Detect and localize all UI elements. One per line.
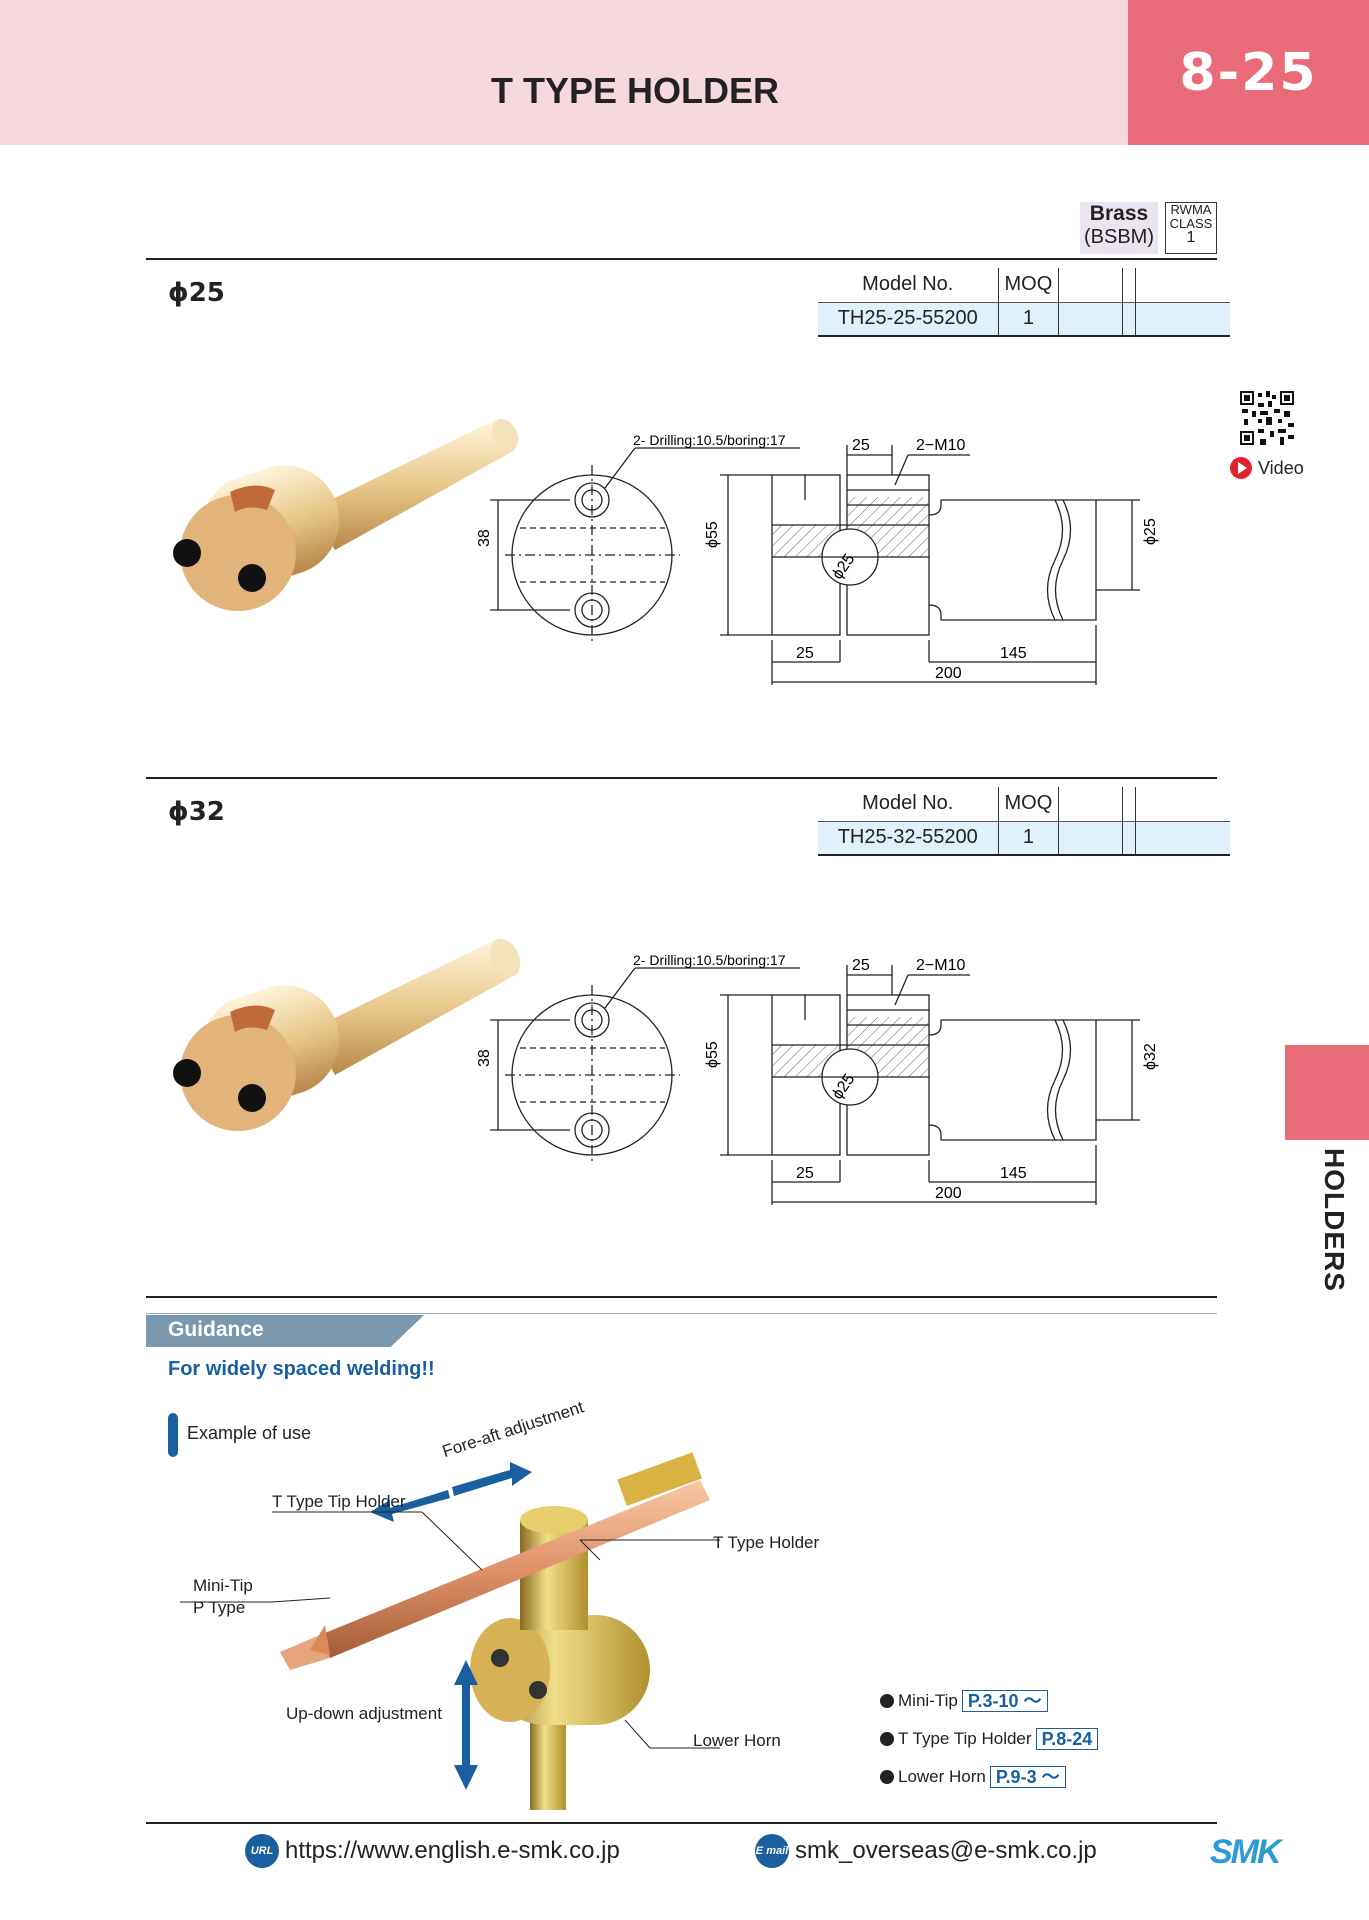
label-minitip-1: Mini-Tip	[193, 1576, 253, 1595]
moq-value: 1	[997, 820, 1059, 856]
model-header: Model No.	[862, 792, 954, 815]
email-icon: E mail	[755, 1834, 789, 1868]
bullet-icon	[880, 1770, 894, 1784]
company-logo: SMK	[1210, 1833, 1282, 1871]
page-title: T TYPE HOLDER	[490, 70, 780, 111]
label-lower-horn: Lower Horn	[693, 1731, 781, 1750]
reference-name: Lower Horn	[898, 1767, 986, 1786]
side-tab-label: HOLDERS	[1319, 1148, 1350, 1292]
guidance-tag-bg	[146, 1315, 424, 1347]
section-divider	[146, 1296, 1217, 1298]
section-divider	[146, 258, 1217, 260]
example-label: Example of use	[187, 1423, 312, 1443]
front-view	[490, 967, 800, 1165]
label-minitip-2: P Type	[193, 1598, 246, 1617]
website-link[interactable]: URL https://www.english.e-smk.co.jp	[245, 1834, 620, 1868]
video-link[interactable]: Video	[1230, 457, 1304, 479]
reference-item[interactable]: Mini-Tip P.3-10 ～	[880, 1690, 1048, 1712]
dim-pitch: 38	[476, 529, 493, 547]
reference-page[interactable]: P.3-10 ～	[961, 1690, 1048, 1712]
label-holder: T Type Holder	[713, 1533, 820, 1552]
reference-page[interactable]: P.8-24	[1035, 1728, 1099, 1750]
model-table: Model No. MOQ TH25-25-55200 1	[818, 268, 1230, 337]
footer-divider	[146, 1822, 1217, 1824]
guidance-tag: Guidance	[168, 1318, 264, 1341]
dim-top-length: 25	[852, 437, 870, 454]
dim-base-length: 25	[796, 1165, 814, 1182]
label-updown: Up-down adjustment	[286, 1704, 442, 1723]
model-number[interactable]: TH25-25-55200	[818, 301, 998, 337]
dim-shaft-length: 145	[1000, 645, 1027, 662]
dim-body-dia: ϕ55	[704, 1041, 721, 1068]
product-photo	[173, 938, 521, 1131]
dim-top-length: 25	[852, 957, 870, 974]
qr-code-icon[interactable]	[1240, 391, 1294, 445]
url-icon: URL	[245, 1834, 279, 1868]
dim-total-length: 200	[935, 665, 962, 682]
section-divider	[146, 777, 1217, 779]
dim-shaft-dia: ϕ32	[1142, 1043, 1159, 1070]
dim-total-length: 200	[935, 1185, 962, 1202]
dim-body-dia: ϕ55	[704, 521, 721, 548]
video-label: Video	[1258, 457, 1304, 478]
reference-item[interactable]: T Type Tip Holder P.8-24	[880, 1728, 1099, 1750]
example-marker	[168, 1413, 178, 1457]
reference-page[interactable]: P.9-3 ～	[989, 1766, 1066, 1788]
rwma-class: 1	[1186, 229, 1196, 246]
guidance-headline: For widely spaced welding!!	[168, 1358, 435, 1380]
email-link[interactable]: E mail smk_overseas@e-smk.co.jp	[755, 1834, 1097, 1868]
moq-header: MOQ	[997, 787, 1059, 821]
header-band	[0, 0, 1128, 145]
product-photo	[173, 418, 519, 611]
rwma-label-2: CLASS	[1169, 216, 1213, 231]
guidance-line	[146, 1313, 1217, 1314]
reference-name: Mini-Tip	[898, 1691, 958, 1710]
technical-drawing: 38 2- Drilling:10.5/boring:17 ϕ55 ϕ25 25…	[173, 418, 1159, 685]
label-tip-holder: T Type Tip Holder	[272, 1492, 406, 1511]
section-title: ϕ32	[168, 797, 225, 827]
material-name: Brass	[1089, 202, 1149, 225]
dim-pitch: 38	[476, 1049, 493, 1067]
dim-thread: 2−M10	[916, 437, 965, 454]
model-header: Model No.	[862, 273, 954, 296]
bullet-icon	[880, 1732, 894, 1746]
material-badge: Brass (BSBM)	[1080, 202, 1158, 254]
technical-drawing: 38 2- Drilling:10.5/boring:17 ϕ55 ϕ25 25…	[173, 938, 1159, 1205]
material-code: (BSBM)	[1084, 226, 1154, 248]
bullet-icon	[880, 1694, 894, 1708]
side-view	[720, 965, 1140, 1205]
drill-note: 2- Drilling:10.5/boring:17	[633, 952, 786, 968]
dim-shaft-dia: ϕ25	[1142, 518, 1159, 545]
side-view	[720, 445, 1140, 685]
website-url[interactable]: https://www.english.e-smk.co.jp	[285, 1837, 620, 1864]
section-title: ϕ25	[168, 278, 225, 308]
drill-note: 2- Drilling:10.5/boring:17	[633, 432, 786, 448]
rwma-label-1: RWMA	[1170, 202, 1212, 217]
moq-value: 1	[997, 301, 1059, 337]
dim-thread: 2−M10	[916, 957, 965, 974]
dim-base-length: 25	[796, 645, 814, 662]
page-number: 8-25	[1128, 0, 1369, 145]
dim-shaft-length: 145	[1000, 1165, 1027, 1182]
model-table: Model No. MOQ TH25-32-55200 1	[818, 787, 1230, 856]
model-number[interactable]: TH25-32-55200	[818, 820, 998, 856]
rwma-badge: RWMA CLASS 1	[1165, 202, 1217, 254]
play-icon	[1230, 457, 1252, 479]
side-tab-marker	[1285, 1045, 1369, 1140]
front-view	[490, 447, 800, 645]
reference-name: T Type Tip Holder	[898, 1729, 1032, 1748]
moq-header: MOQ	[997, 268, 1059, 302]
email-address[interactable]: smk_overseas@e-smk.co.jp	[795, 1837, 1097, 1864]
usage-illustration	[180, 1452, 720, 1810]
reference-item[interactable]: Lower Horn P.9-3 ～	[880, 1766, 1066, 1788]
